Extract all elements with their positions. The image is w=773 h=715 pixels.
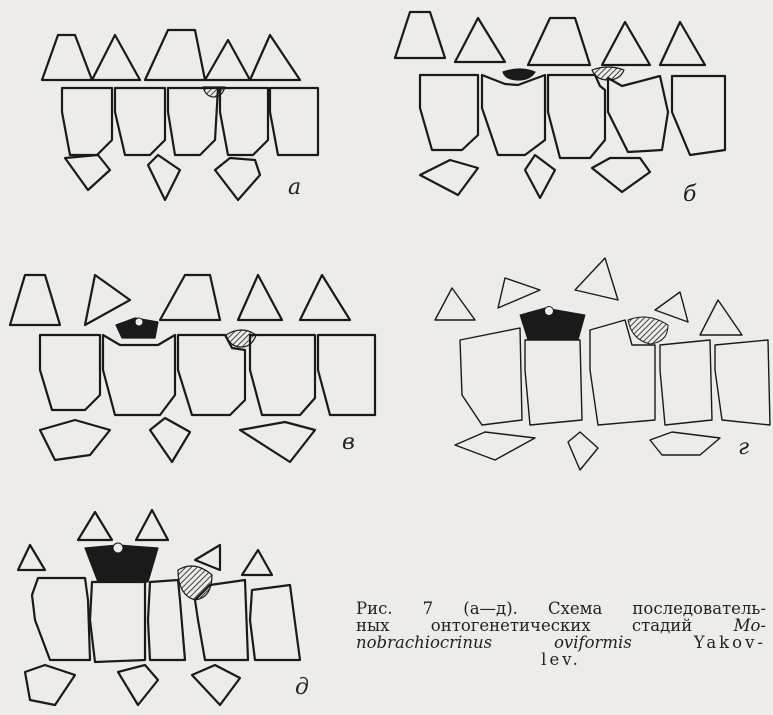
radial-plate [148, 580, 185, 660]
oral-plate [660, 22, 705, 65]
radial-plate [660, 340, 712, 425]
oral-plate [300, 275, 350, 320]
panel-label-d: г [738, 435, 749, 460]
aperture [135, 318, 143, 326]
radial-plate [32, 578, 90, 660]
oral-plate [250, 35, 300, 80]
radial-plate [608, 76, 668, 152]
radial-plate [250, 585, 300, 660]
radial-plate [103, 335, 175, 415]
basal-plate [592, 158, 650, 192]
figure-caption: Рис. 7 (а—д). Схема последователь- ных о… [356, 600, 766, 668]
dark-plate [503, 69, 535, 80]
caption-species-name: nobrachiocrinus oviformis [356, 633, 632, 652]
panel-d [435, 258, 770, 470]
oral-plate [602, 22, 650, 65]
caption-line-3: nobrachiocrinus oviformis Yakov- [356, 634, 766, 651]
radial-plate [220, 88, 268, 155]
caption-line-1: Рис. 7 (а—д). Схема последователь- [356, 600, 766, 617]
basal-plate [240, 422, 315, 462]
radial-plate [672, 76, 725, 155]
hatched-plate [628, 317, 668, 344]
radial-plate [420, 75, 478, 150]
oral-plate [10, 275, 60, 325]
radial-plate [318, 335, 375, 415]
oral-plate [528, 18, 590, 65]
radial-plate [195, 580, 248, 660]
caption-author-part2: lev. [356, 651, 766, 668]
radial-plate [178, 335, 245, 415]
oral-plate [435, 288, 475, 320]
panel-label-c: в [342, 430, 355, 455]
oral-plate [18, 545, 45, 570]
panel-a [42, 30, 318, 200]
oral-plate [85, 275, 130, 325]
panel-label-a: а [288, 175, 301, 200]
oral-plate [195, 545, 220, 570]
basal-plate [25, 665, 75, 705]
radial-plate [715, 340, 770, 425]
basal-plate [148, 155, 180, 200]
radial-plate [482, 75, 545, 155]
panel-c [10, 275, 375, 462]
basal-plate [420, 160, 478, 195]
radial-plate [90, 582, 145, 662]
radial-plate [250, 335, 315, 415]
basal-plate [192, 665, 240, 705]
hatched-plate [178, 566, 212, 600]
oral-plate [205, 40, 250, 80]
oral-plate [395, 12, 445, 58]
caption-line-2: ных онтогенетических стадий Mo- [356, 617, 766, 634]
oral-plate [242, 550, 272, 575]
radial-plate [168, 88, 218, 155]
oral-plate [575, 258, 618, 300]
basal-plate [215, 158, 260, 200]
radial-plate [40, 335, 100, 410]
oral-plate [145, 30, 205, 80]
radial-plate [62, 88, 112, 155]
aperture [545, 307, 554, 316]
oral-plate [655, 292, 688, 322]
panel-b [395, 12, 725, 198]
panel-e [18, 510, 300, 705]
oral-plate [238, 275, 282, 320]
basal-plate [40, 420, 110, 460]
basal-plate [568, 432, 598, 470]
basal-plate [65, 155, 110, 190]
basal-plate [118, 665, 158, 705]
oral-plate [455, 18, 505, 62]
oral-plate [92, 35, 140, 80]
radial-plate [115, 88, 165, 155]
oral-plate [78, 512, 112, 540]
oral-plate [498, 278, 540, 308]
panel-label-b: б [683, 182, 696, 207]
radial-plate [460, 328, 522, 425]
basal-plate [150, 418, 190, 462]
oral-plate [700, 300, 742, 335]
basal-plate [455, 432, 535, 460]
basal-plate [650, 432, 720, 455]
oral-plate [42, 35, 92, 80]
radial-plate [548, 75, 605, 158]
aperture [113, 543, 123, 553]
caption-author-part1: Yakov- [694, 633, 766, 652]
panel-label-e: д [295, 675, 309, 700]
oral-plate [136, 510, 168, 540]
basal-plate [525, 155, 555, 198]
oral-plate [160, 275, 220, 320]
radial-plate [525, 340, 582, 425]
radial-plate [270, 88, 318, 155]
